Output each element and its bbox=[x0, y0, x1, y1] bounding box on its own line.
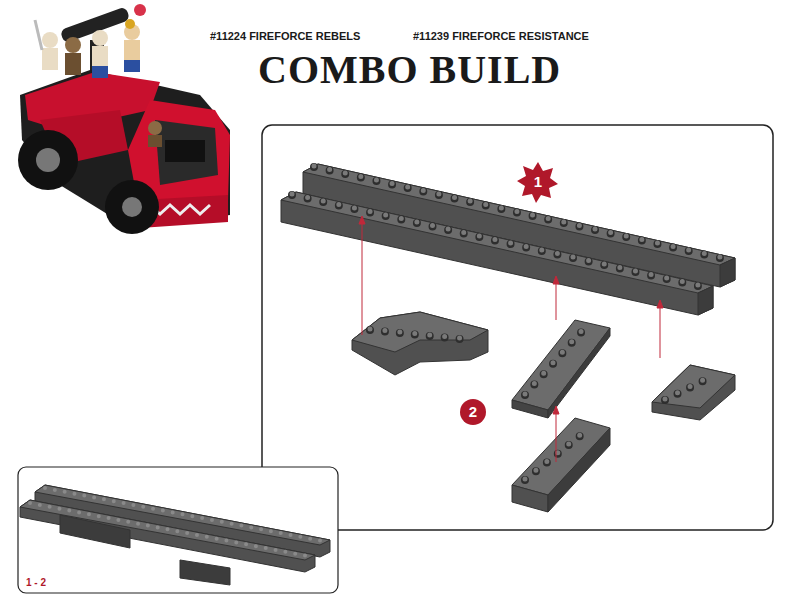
small-parts bbox=[352, 312, 735, 512]
callout-number: 2 bbox=[461, 403, 485, 420]
part-studs bbox=[370, 327, 715, 480]
vehicle-illustration bbox=[18, 4, 230, 234]
page-title: COMBO BUILD bbox=[258, 46, 561, 93]
long-plates bbox=[281, 164, 735, 315]
assembled-plates bbox=[20, 485, 330, 585]
inset-panel bbox=[18, 467, 338, 593]
inset-studs bbox=[30, 488, 322, 556]
callout-burst bbox=[517, 162, 558, 203]
step-panel bbox=[262, 125, 773, 530]
assembly-arrows bbox=[359, 216, 663, 462]
set-label: #11224 FIREFORCE REBELS bbox=[210, 30, 360, 42]
studs bbox=[292, 166, 724, 287]
set-label: #11239 FIREFORCE RESISTANCE bbox=[413, 30, 589, 42]
step-range: 1 - 2 bbox=[26, 577, 46, 588]
callout-circle bbox=[460, 399, 486, 425]
callout-number: 1 bbox=[526, 173, 550, 190]
